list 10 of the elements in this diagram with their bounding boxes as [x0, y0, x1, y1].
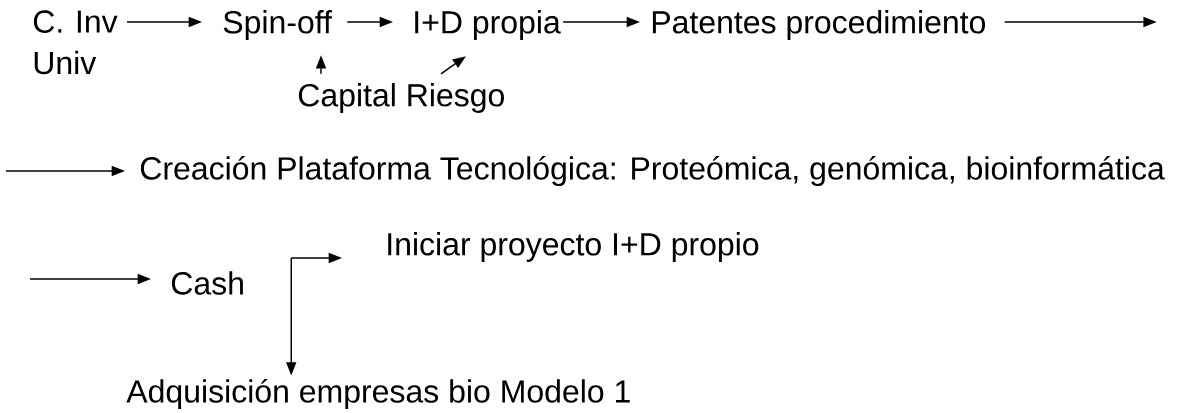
text-label: Adquisición empresas bio Modelo 1: [126, 378, 630, 410]
arrow: [440, 56, 466, 75]
text-label: Capital Riesgo: [298, 83, 504, 113]
text-label: I+D propia: [415, 10, 561, 40]
text-label: Iniciar proyecto I+D propio: [388, 232, 759, 262]
text-label: C. Inv Univ: [33, 10, 118, 75]
text-label: Cash: [171, 271, 243, 295]
text-label: Patentes procedimiento: [652, 10, 986, 40]
text-label: Creación Plataforma Tecnológica: Proteómica, genómica, bioinformática: [140, 155, 1165, 187]
text-label: Spin-off: [223, 10, 332, 40]
